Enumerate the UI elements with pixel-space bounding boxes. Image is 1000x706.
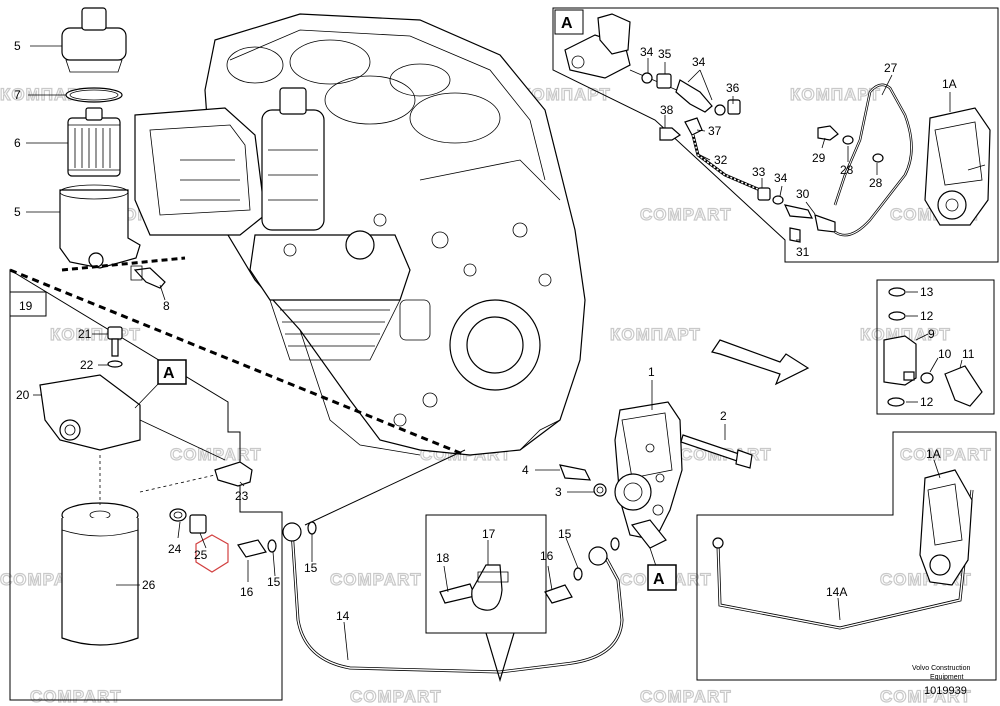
label-38: 38: [660, 103, 674, 117]
watermark-text: COMPART: [330, 570, 422, 589]
pipe-14: [237, 521, 624, 674]
label-5-bottom: 5: [14, 205, 21, 219]
leader-lines: [26, 45, 963, 661]
watermark-text: COMPART: [30, 687, 122, 706]
label-18: 18: [436, 551, 450, 565]
label-33: 33: [752, 165, 766, 179]
pipe-14a-frame: [696, 431, 997, 681]
watermark-text: КОМПАРТ: [860, 325, 951, 344]
label-34-a: 34: [640, 45, 654, 59]
label-34-c: 34: [774, 171, 788, 185]
valve-detail-frame: [876, 279, 995, 415]
label-15-left-a: 15: [267, 575, 281, 589]
credit-line-2: Equipment: [930, 674, 964, 681]
watermark-text: КОМПАРТ: [610, 325, 701, 344]
label-23: 23: [235, 489, 249, 503]
label-21: 21: [78, 327, 92, 341]
watermark-text: COMPART: [640, 205, 732, 224]
part-labels: A A A 5 7 6 5 8 21 22 20 23 24 25 26 16 …: [14, 15, 975, 623]
callout-a-main-label: A: [163, 365, 175, 382]
watermark-text: КОМПАРТ: [790, 85, 881, 104]
watermark-text: COMPART: [900, 445, 992, 464]
watermark-text: КОМПАРТ: [0, 85, 91, 104]
frame-19: 19: [9, 268, 466, 701]
label-35: 35: [658, 47, 672, 61]
label-4: 4: [522, 463, 529, 477]
label-34-b: 34: [692, 55, 706, 69]
pump-assembly: [559, 401, 753, 549]
label-32: 32: [714, 153, 728, 167]
callout-a-main: [157, 359, 187, 385]
label-28-b: 28: [869, 176, 883, 190]
label-17: 17: [482, 527, 496, 541]
callout-a-right: [647, 564, 677, 591]
credit-line-1: Volvo Construction: [912, 665, 970, 672]
label-20: 20: [16, 388, 30, 402]
label-37: 37: [708, 124, 722, 138]
direction-arrow: [711, 339, 810, 386]
label-8: 8: [163, 299, 170, 313]
label-26: 26: [142, 578, 156, 592]
document-number: 1019939: [924, 685, 967, 697]
watermark-text: COMPART: [350, 687, 442, 706]
label-24: 24: [168, 542, 182, 556]
frame-19-label: 19: [19, 299, 33, 313]
label-22: 22: [80, 358, 94, 372]
label-15-left-b: 15: [304, 561, 318, 575]
label-28-a: 28: [840, 163, 854, 177]
label-1a-right: 1A: [926, 447, 941, 461]
label-3: 3: [555, 485, 562, 499]
label-27: 27: [884, 61, 898, 75]
callout-a-right-label: A: [653, 571, 665, 588]
label-13: 13: [920, 285, 934, 299]
label-36: 36: [726, 81, 740, 95]
watermark-text: COMPART: [170, 445, 262, 464]
label-30: 30: [796, 187, 810, 201]
label-12-top: 12: [920, 309, 934, 323]
engine-block: [134, 13, 586, 456]
watermark-text: КОМПАРТ: [520, 85, 611, 104]
label-31: 31: [796, 245, 810, 259]
clamp-detail-frame: [425, 514, 547, 683]
label-29: 29: [812, 151, 826, 165]
footer: Volvo Construction Equipment 1019939: [912, 665, 970, 697]
label-14: 14: [336, 609, 350, 623]
label-1: 1: [648, 365, 655, 379]
detail-a-label: A: [561, 15, 573, 32]
label-16-right: 16: [540, 549, 554, 563]
label-5-top: 5: [14, 39, 21, 53]
watermark-text: COMPART: [880, 687, 972, 706]
label-2: 2: [720, 409, 727, 423]
label-6: 6: [14, 136, 21, 150]
label-11: 11: [962, 347, 975, 361]
watermark-text: COMPART: [640, 687, 732, 706]
detail-a-frame: [552, 7, 999, 263]
label-15-right: 15: [558, 527, 572, 541]
label-12-bottom: 12: [920, 395, 934, 409]
label-9: 9: [928, 327, 935, 341]
label-16-left: 16: [240, 585, 254, 599]
label-7: 7: [14, 88, 21, 102]
filter-stack: [59, 7, 186, 289]
label-10: 10: [938, 347, 952, 361]
label-1a-top: 1A: [942, 77, 957, 91]
label-25: 25: [194, 548, 208, 562]
label-14a: 14A: [826, 585, 847, 599]
